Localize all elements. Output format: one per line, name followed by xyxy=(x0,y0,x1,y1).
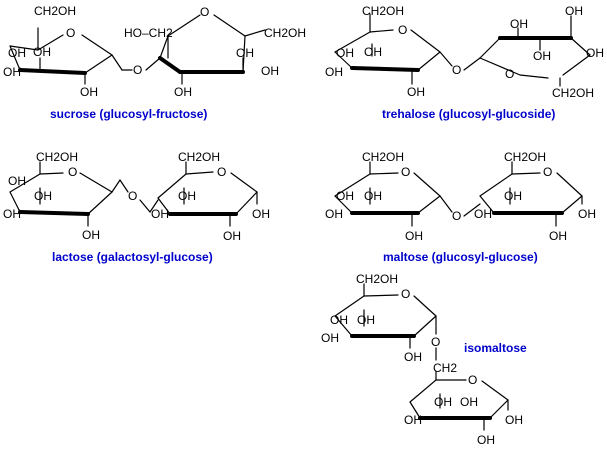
lactose-gal-oh3a: OH xyxy=(34,189,52,203)
lactose-gal-oh3b: OH xyxy=(3,207,21,221)
maltose-structure: CH2OH O OH OH OH OH O CH2OH O OH OH OH O… xyxy=(325,150,596,264)
isomaltose-bottom-ring-o: O xyxy=(468,373,477,387)
sucrose-glu-oh3b: OH xyxy=(3,65,21,79)
isomaltose-caption: isomaltose xyxy=(464,341,527,355)
lactose-glycosidic-o: O xyxy=(128,189,137,203)
sucrose-fru-hoch2: HO–CH2 xyxy=(124,26,173,40)
isomaltose-ring-top xyxy=(334,283,437,381)
sucrose-glycosidic-o: O xyxy=(133,63,142,77)
trehalose-glycosidic-o: O xyxy=(452,63,461,77)
maltose-left-oh4: OH xyxy=(336,189,354,203)
isomaltose-bottom-oh2b: OH xyxy=(477,433,495,447)
trehalose-left-oh2: OH xyxy=(407,85,425,99)
sucrose-caption: sucrose (glucosyl-fructose) xyxy=(50,107,207,121)
sucrose-fru-oh5: OH xyxy=(261,64,279,78)
isomaltose-top-ch2oh: CH2OH xyxy=(356,272,398,286)
trehalose-right-oh-top: OH xyxy=(565,4,583,18)
trehalose-right-oh-c: OH xyxy=(586,46,604,60)
isomaltose-top-oh3b: OH xyxy=(321,331,339,345)
trehalose-right-ring-o: O xyxy=(505,67,514,81)
isomaltose-structure: CH2OH O OH OH OH OH O CH2 isomaltose O O… xyxy=(321,272,527,447)
sucrose-structure: CH2OH O OH OH OH OH O HO–CH2 O CH2OH OH … xyxy=(3,4,306,121)
isomaltose-bottom-oh3: OH xyxy=(434,395,452,409)
isomaltose-ch2-link: CH2 xyxy=(433,361,457,375)
maltose-left-oh3a: OH xyxy=(364,189,382,203)
maltose-left-ring-o: O xyxy=(401,165,410,179)
trehalose-right-oh-a: OH xyxy=(510,17,528,31)
maltose-ring-right xyxy=(479,161,583,227)
lactose-glc-oh2a: OH xyxy=(151,207,169,221)
lactose-glc-oh3: OH xyxy=(178,189,196,203)
lactose-glc-oh1: OH xyxy=(252,207,270,221)
isomaltose-top-oh4: OH xyxy=(330,313,348,327)
trehalose-left-ch2oh: CH2OH xyxy=(362,4,404,18)
sucrose-glu-ring-o: O xyxy=(66,26,75,40)
lactose-glc-ring-o: O xyxy=(217,165,226,179)
lactose-gal-ring-o: O xyxy=(68,165,77,179)
sucrose-glu-oh3a: OH xyxy=(33,45,51,59)
lactose-glucose-ring xyxy=(157,161,258,227)
sucrose-fructose-ring xyxy=(158,14,266,85)
lactose-glc-ch2oh: CH2OH xyxy=(178,150,220,164)
sucrose-fru-ring-o: O xyxy=(200,5,209,19)
trehalose-right-ch2oh: CH2OH xyxy=(552,86,594,100)
maltose-left-ch2oh: CH2OH xyxy=(362,150,404,164)
sucrose-glu-ch2oh: CH2OH xyxy=(34,4,76,18)
isomaltose-glycosidic-o: O xyxy=(431,335,440,349)
lactose-gal-oh4: OH xyxy=(8,174,26,188)
lactose-galactose-ring xyxy=(9,161,159,227)
maltose-right-ring-o: O xyxy=(543,165,552,179)
sucrose-fru-oh4: OH xyxy=(236,46,254,60)
maltose-right-oh1: OH xyxy=(578,207,596,221)
maltose-right-ch2oh: CH2OH xyxy=(504,150,546,164)
maltose-right-oh2b: OH xyxy=(549,229,567,243)
sucrose-glucose-ring xyxy=(9,27,161,85)
trehalose-structure: CH2OH O OH OH OH OH O OH OH OH OH O CH2O… xyxy=(325,4,604,121)
trehalose-right-oh-b: OH xyxy=(533,49,551,63)
isomaltose-ring-bottom xyxy=(409,379,509,431)
maltose-ring-left xyxy=(334,161,481,227)
isomaltose-top-oh2: OH xyxy=(404,350,422,364)
lactose-glc-oh2b: OH xyxy=(223,229,241,243)
trehalose-ring-left xyxy=(334,13,481,85)
lactose-gal-oh2: OH xyxy=(82,228,100,242)
isomaltose-bottom-oh4: OH xyxy=(460,395,478,409)
sucrose-fru-oh3: OH xyxy=(174,85,192,99)
trehalose-ring-right xyxy=(479,15,591,87)
lactose-caption: lactose (galactosyl-glucose) xyxy=(52,250,213,264)
trehalose-left-ring-o: O xyxy=(398,23,407,37)
trehalose-left-oh3b: OH xyxy=(325,65,343,79)
trehalose-left-oh4: OH xyxy=(336,46,354,60)
maltose-left-oh3b: OH xyxy=(325,207,343,221)
isomaltose-top-ring-o: O xyxy=(401,287,410,301)
maltose-left-oh2: OH xyxy=(405,229,423,243)
maltose-caption: maltose (glucosyl-glucose) xyxy=(383,250,538,264)
lactose-structure: CH2OH O OH OH OH OH O CH2OH O OH OH OH O… xyxy=(3,150,270,264)
trehalose-caption: trehalose (glucosyl-glucoside) xyxy=(382,107,555,121)
trehalose-left-oh3a: OH xyxy=(364,45,382,59)
isomaltose-top-oh3a: OH xyxy=(357,313,375,327)
maltose-glycosidic-o: O xyxy=(452,209,461,223)
isomaltose-bottom-oh1: OH xyxy=(505,413,523,427)
isomaltose-bottom-oh2a: OH xyxy=(404,413,422,427)
sucrose-glu-oh4: OH xyxy=(8,46,26,60)
lactose-gal-ch2oh: CH2OH xyxy=(36,150,78,164)
sucrose-fru-ch2oh: CH2OH xyxy=(264,26,306,40)
maltose-right-oh2a: OH xyxy=(474,207,492,221)
maltose-right-oh3: OH xyxy=(504,189,522,203)
sucrose-glu-oh2: OH xyxy=(80,85,98,99)
